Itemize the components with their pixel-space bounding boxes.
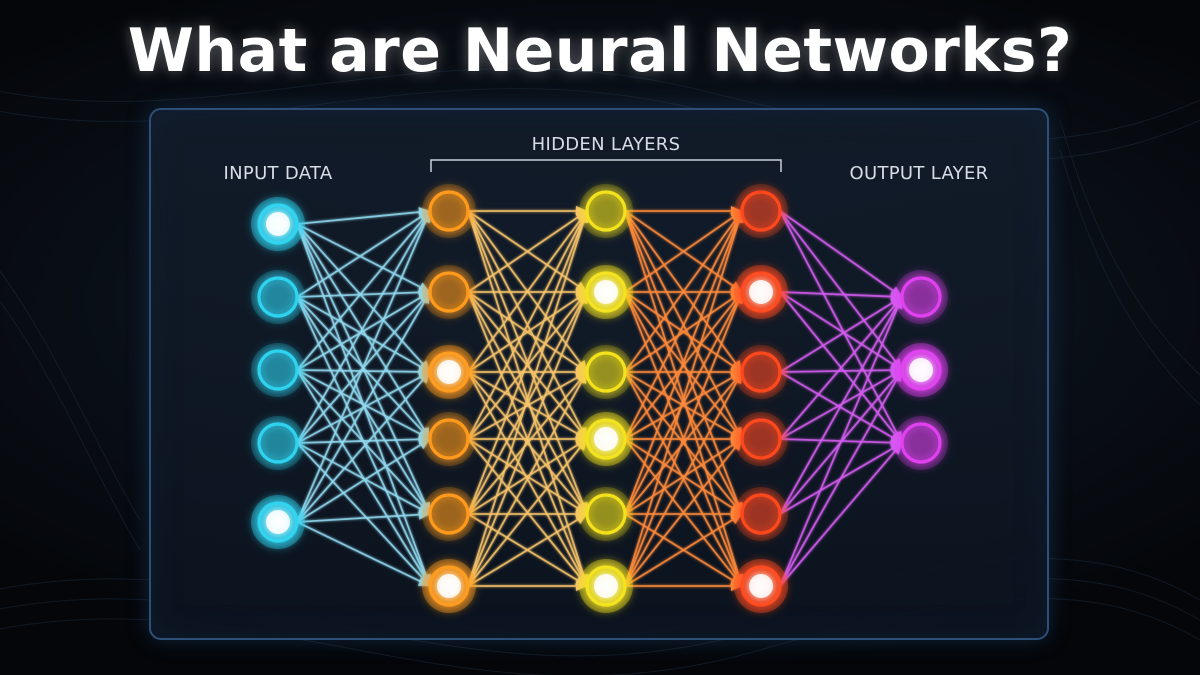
output-node	[900, 276, 942, 318]
hidden-2-node-core	[594, 427, 618, 451]
connection-line	[624, 371, 743, 515]
connection-line	[467, 291, 588, 373]
hidden-2-node-core	[594, 574, 618, 598]
connection-line	[624, 438, 743, 515]
hidden-1-node	[428, 190, 470, 232]
hidden-1-node-core	[437, 574, 461, 598]
hidden-3-node	[740, 493, 782, 535]
connection-line	[467, 291, 588, 587]
connection-line	[467, 438, 588, 587]
input-node-core	[266, 510, 290, 534]
connection-line	[624, 371, 743, 587]
connection-line	[779, 210, 903, 371]
hidden-2-node	[585, 351, 627, 393]
connection-line	[467, 371, 588, 515]
connection-line	[296, 442, 431, 587]
connection-line	[624, 210, 743, 515]
connection-line	[296, 223, 431, 373]
output-node	[900, 422, 942, 464]
connection-line	[779, 296, 903, 440]
connection-line	[467, 210, 588, 440]
connection-line	[779, 371, 903, 444]
hidden-2-node	[585, 190, 627, 232]
connection-line	[624, 291, 743, 587]
hidden-3-node	[740, 418, 782, 460]
connection-line	[624, 513, 743, 587]
connection-line	[779, 210, 903, 298]
connection-line	[624, 371, 743, 440]
connection-line	[624, 291, 743, 515]
page-title: What are Neural Networks?	[127, 16, 1073, 86]
connection-line	[624, 438, 743, 587]
connection-line	[296, 291, 431, 371]
connection-line	[296, 369, 431, 373]
hidden-3-node	[740, 190, 782, 232]
connection-line	[624, 291, 743, 373]
connection-line	[779, 442, 903, 587]
connection-line	[296, 442, 431, 515]
connection-line	[779, 291, 903, 371]
connection-line	[296, 210, 431, 444]
input-node	[257, 276, 299, 318]
connection-line	[624, 210, 743, 587]
connection-line	[296, 369, 431, 515]
input-node	[257, 349, 299, 391]
connection-line	[296, 438, 431, 444]
connection-line	[296, 223, 431, 293]
connection-line	[467, 438, 588, 515]
connection-line	[467, 291, 588, 515]
hidden-1-node	[428, 271, 470, 313]
connection-line	[467, 210, 588, 587]
connection-line	[296, 513, 431, 523]
connection-line	[467, 210, 588, 293]
connection-line	[467, 210, 588, 515]
hidden-3-node	[740, 351, 782, 393]
hidden-2-node-core	[594, 280, 618, 304]
input-layer-label: INPUT DATA	[224, 163, 333, 184]
connection-line	[296, 210, 431, 371]
connection-line	[624, 210, 743, 373]
input-node-core	[266, 212, 290, 236]
connection-line	[467, 371, 588, 587]
hidden-1-node	[428, 493, 470, 535]
connection-line	[624, 210, 743, 293]
connection-line	[779, 296, 903, 587]
connection-line	[296, 438, 431, 523]
connection-line	[296, 210, 431, 225]
connection-line	[467, 210, 588, 373]
connection-line	[779, 296, 903, 515]
hidden-3-node-core	[749, 574, 773, 598]
nodes-group	[251, 184, 948, 613]
connection-line	[296, 369, 431, 440]
hidden-layers-bracket	[430, 159, 782, 172]
hidden-2-node	[585, 493, 627, 535]
output-layer-label: OUTPUT LAYER	[850, 163, 989, 184]
connection-line	[779, 369, 903, 373]
output-node-core	[909, 358, 933, 382]
hidden-1-node	[428, 418, 470, 460]
connection-line	[467, 513, 588, 587]
connection-line	[467, 291, 588, 440]
connection-line	[296, 371, 431, 523]
connection-line	[296, 210, 431, 523]
input-node	[257, 422, 299, 464]
connection-line	[779, 291, 903, 298]
connection-line	[296, 291, 431, 298]
hidden-1-node-core	[437, 360, 461, 384]
connection-line	[467, 371, 588, 440]
connection-line	[296, 521, 431, 587]
connection-line	[779, 369, 903, 587]
connection-line	[296, 296, 431, 373]
hidden-layers-label: HIDDEN LAYERS	[532, 134, 681, 155]
connection-line	[624, 210, 743, 440]
connection-line	[296, 210, 431, 298]
hidden-3-node-core	[749, 280, 773, 304]
connection-line	[296, 291, 431, 523]
connection-line	[624, 291, 743, 440]
connection-line	[779, 296, 903, 373]
